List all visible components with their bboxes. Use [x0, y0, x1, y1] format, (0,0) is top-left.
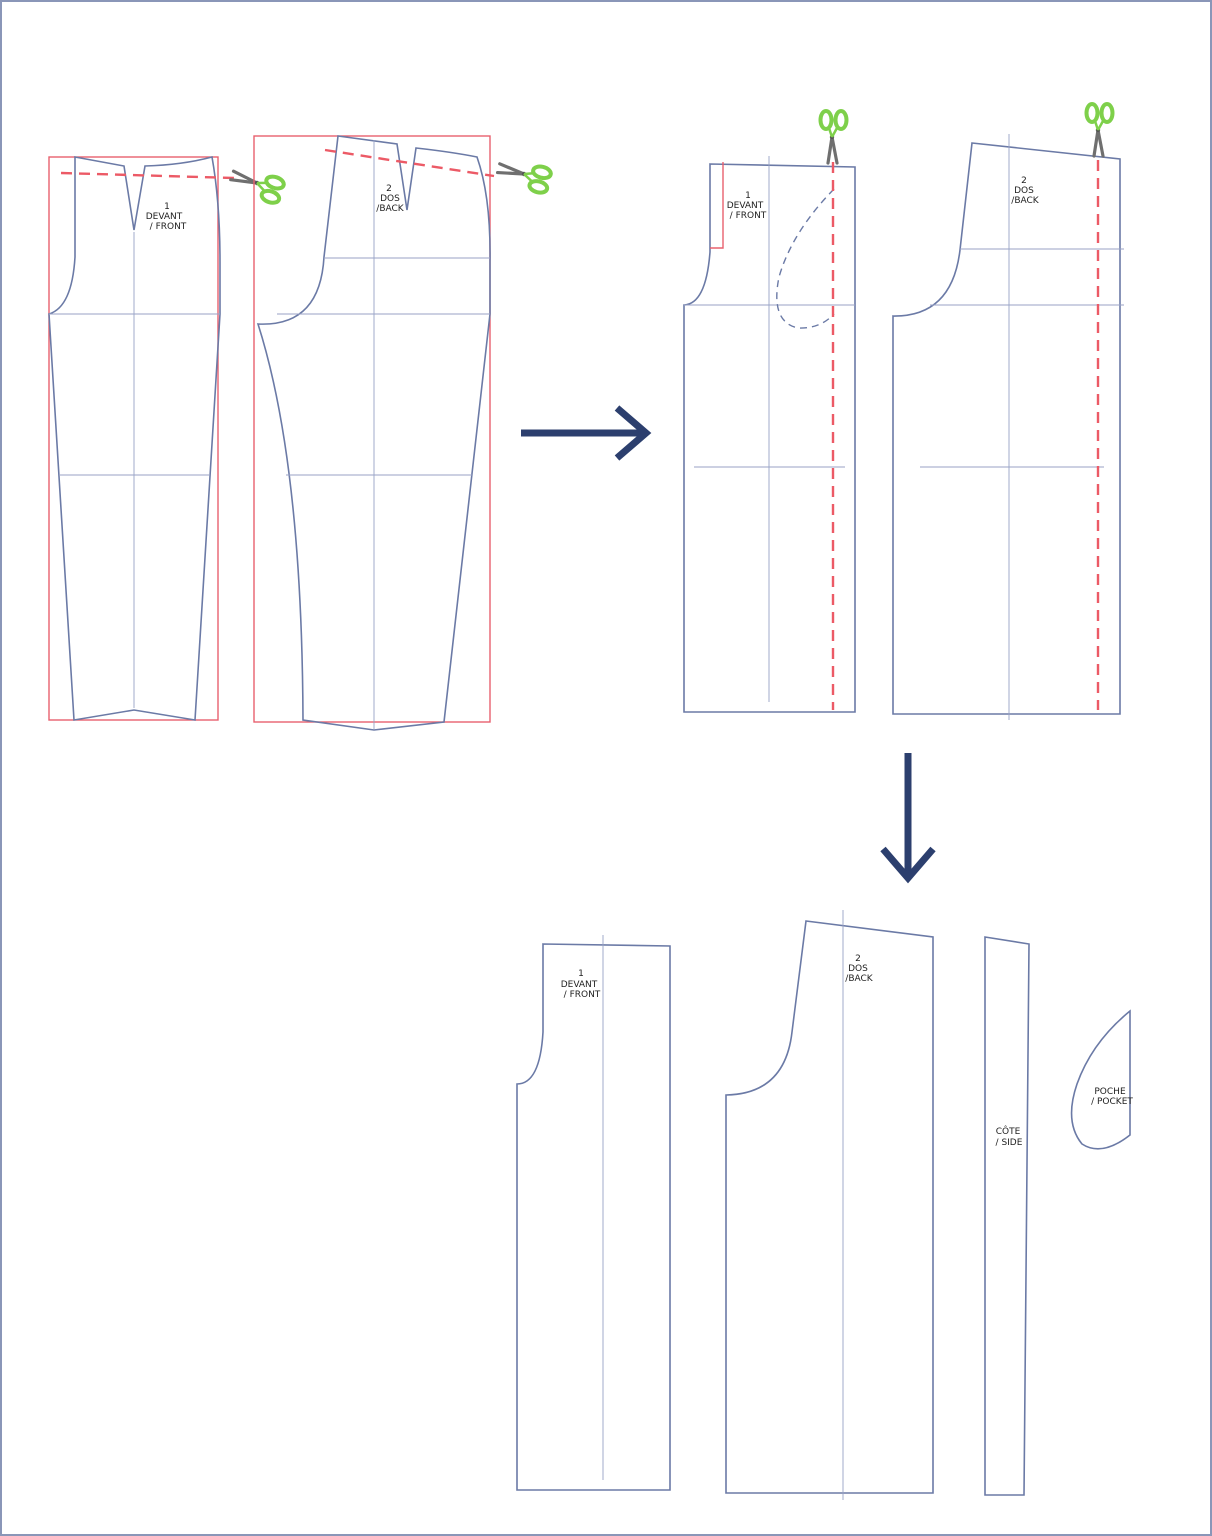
step3-front-outline [516, 943, 671, 1491]
arrow-down-icon [880, 753, 936, 884]
step1-back-piece: 2 DOS /BACK [253, 135, 555, 731]
step1-back-number: 2 [386, 184, 392, 194]
step2-front-pocket-outline [776, 188, 835, 329]
step2-front-label-fr: DEVANT [727, 201, 764, 211]
scissors-icon [818, 109, 849, 165]
step2-front-number: 1 [745, 191, 751, 201]
step3-pocket-label-en: / POCKET [1091, 1097, 1133, 1107]
step2-front-piece: 1 DEVANT / FRONT [683, 109, 856, 713]
scissors-icon [493, 154, 555, 197]
step3-back-number: 2 [855, 954, 861, 964]
scissors-icon [1084, 102, 1115, 158]
step3-pocket-label-fr: POCHE [1094, 1087, 1126, 1097]
step3-back-piece: 2 DOS /BACK [725, 910, 934, 1500]
step1-back-bounding-box [253, 135, 491, 723]
step3-front-number: 1 [578, 969, 584, 979]
step3-front-piece: 1 DEVANT / FRONT [516, 935, 671, 1491]
step2-front-outline [683, 163, 856, 713]
step1-front-cut-line [60, 171, 235, 180]
step3-back-label-fr: DOS [848, 964, 868, 974]
scissors-icon [225, 162, 288, 207]
step2-back-label-fr: DOS [1014, 186, 1034, 196]
step1-back-cut-line [324, 148, 495, 178]
step1-front-label-fr: DEVANT [146, 212, 183, 222]
step2-back-outline [892, 142, 1121, 715]
step3-side-label-fr: CÔTE [996, 1125, 1021, 1137]
step1-back-label-fr: DOS [380, 194, 400, 204]
step3-back-outline [725, 920, 934, 1494]
step2-front-fly-extension [710, 162, 724, 249]
step3-side-label-en: / SIDE [996, 1138, 1023, 1148]
step1-front-label-en: / FRONT [150, 222, 187, 232]
step1-back-outline [256, 135, 491, 731]
step1-back-label-en: /BACK [376, 204, 404, 214]
step2-back-number: 2 [1021, 176, 1027, 186]
step2-back-label-en: /BACK [1011, 196, 1039, 206]
step2-front-label-en: / FRONT [730, 211, 767, 221]
step3-pocket-piece: POCHE / POCKET [1070, 1009, 1133, 1150]
step3-side-piece: CÔTE / SIDE [984, 936, 1030, 1496]
step3-front-label-en: / FRONT [564, 990, 601, 1000]
step2-back-piece: 2 DOS /BACK [892, 102, 1124, 720]
step3-front-label-fr: DEVANT [561, 980, 598, 990]
step1-front-bounding-box [48, 156, 219, 721]
step3-side-outline [984, 936, 1030, 1496]
step1-front-outline [48, 156, 221, 721]
step1-front-piece: 1 DEVANT / FRONT [48, 156, 288, 721]
step1-front-number: 1 [164, 202, 170, 212]
arrow-right-icon [521, 405, 652, 461]
step3-pocket-outline [1070, 1009, 1131, 1150]
step3-back-label-en: /BACK [845, 974, 873, 984]
